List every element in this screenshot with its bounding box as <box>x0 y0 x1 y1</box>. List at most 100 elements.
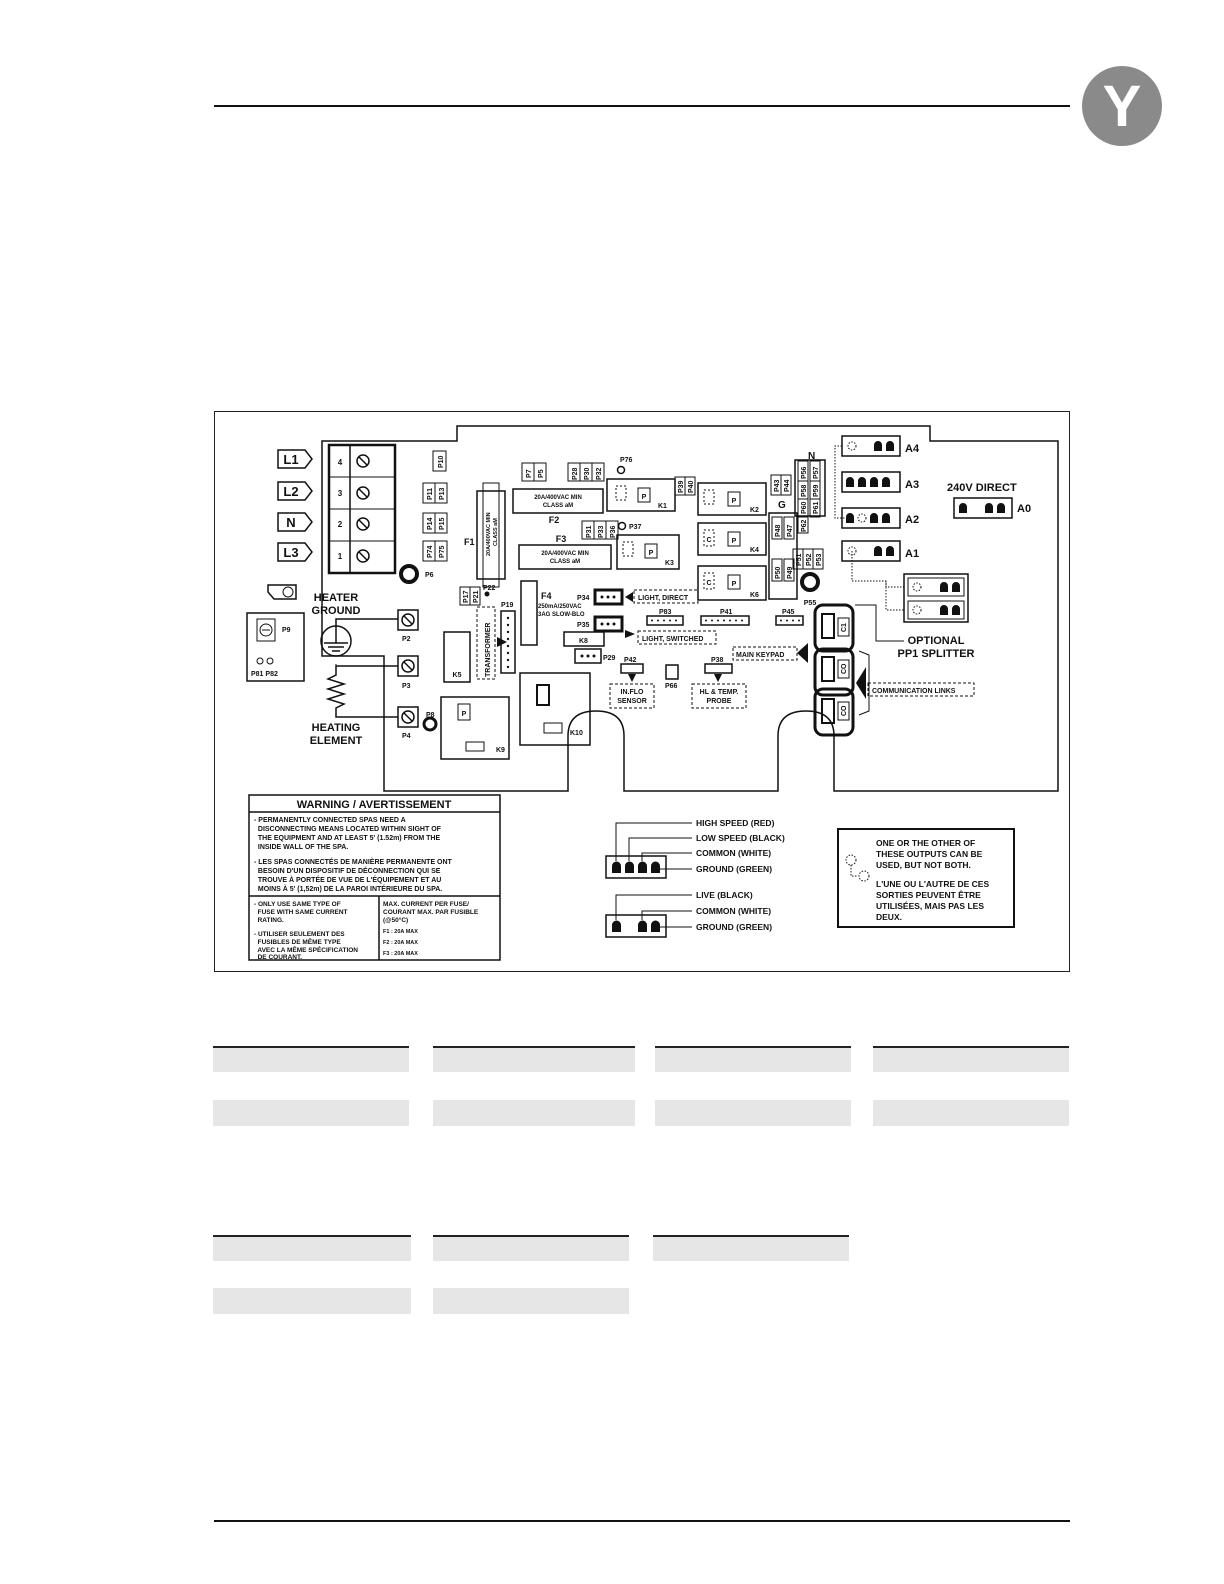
fuse-f4 <box>520 580 538 646</box>
comm-connectors <box>813 603 855 737</box>
relay-k4 <box>697 522 767 556</box>
port-p56: P56 <box>801 466 808 479</box>
terminal-number-3: 3 <box>338 489 343 498</box>
fuse-note-fr-line: FUSIBLES DE MÊME TYPE <box>254 937 341 946</box>
port-p22: P22 <box>483 585 496 592</box>
relay-k4-p: P <box>732 538 737 545</box>
relay-k1-label: K1 <box>658 503 667 510</box>
fuse-note-fr-line: DE COURANT. <box>254 954 302 961</box>
port-p33: P33 <box>598 525 605 538</box>
label-communication-links: COMMUNICATION LINKS <box>872 688 956 695</box>
connector-p83 <box>646 615 684 626</box>
fuse-f1-label: F1 <box>464 537 475 547</box>
port-p58: P58 <box>801 484 808 497</box>
relay-k6 <box>697 565 767 601</box>
warning-en-line: - PERMANENTLY CONNECTED SPAS NEED A <box>254 817 406 824</box>
splitter-label-1: OPTIONAL <box>908 635 965 647</box>
warning-fr-line: TROUVE À PORTÉE DE VUE DE L'ÉQUIPEMENT E… <box>254 875 441 884</box>
legend-three-pin-label: COMMON (WHITE) <box>696 906 771 916</box>
fuse-f4-label: F4 <box>541 591 552 601</box>
ground-stud-p6 <box>399 564 419 584</box>
output-a3 <box>841 471 901 493</box>
relay-k3 <box>616 534 680 570</box>
legend-four-pin-label: LOW SPEED (BLACK) <box>696 833 785 843</box>
port-p6: P6 <box>425 572 434 579</box>
port-p15: P15 <box>439 517 446 530</box>
heating-element-1: HEATING <box>312 722 361 734</box>
fuse-f3-class: CLASS aM <box>550 559 580 565</box>
output-a4 <box>841 435 901 457</box>
max-current-row: F3 : 20A MAX <box>383 951 418 957</box>
label-main-keypad: MAIN KEYPAD <box>736 652 784 659</box>
table-header-cell <box>433 1235 629 1261</box>
port-p37: P37 <box>629 524 642 531</box>
warning-en-line: INSIDE WALL OF THE SPA. <box>254 844 348 851</box>
connector-p38 <box>704 663 733 674</box>
legend-three-pin-label: GROUND (GREEN) <box>696 922 772 932</box>
relay-k2-p: P <box>732 498 737 505</box>
relay-k10-label: K10 <box>570 730 583 737</box>
warning-box <box>248 794 501 961</box>
port-p35: P35 <box>577 622 590 629</box>
port-p41: P41 <box>720 609 733 616</box>
port-p38: P38 <box>711 657 724 664</box>
fuse-f2-class: CLASS aM <box>543 503 573 509</box>
port-p60: P60 <box>801 501 808 514</box>
terminal-number-2: 2 <box>338 520 343 529</box>
port-p50: P50 <box>775 566 782 579</box>
splitter-label-2: PP1 SPLITTER <box>897 648 974 660</box>
port-p48: P48 <box>775 524 782 537</box>
port-p17: P17 <box>463 590 470 603</box>
note-fr-line: UTILISÉES, MAIS PAS LES <box>876 901 984 911</box>
fuse-f1-rating: 20A/400VAC MIN <box>486 512 492 556</box>
label-inflo-2: SENSOR <box>617 698 647 705</box>
connector-p19 <box>500 610 516 674</box>
relay-k9-label: K9 <box>496 747 505 754</box>
note-en-line: USED, BUT NOT BOTH. <box>876 860 971 870</box>
table-header-cell <box>213 1046 409 1072</box>
table-cell <box>433 1100 635 1126</box>
port-p21: P21 <box>473 590 480 603</box>
fuse-f1-class: CLASS aM <box>493 518 499 546</box>
connector-p9 <box>246 612 305 682</box>
legend-four-pin-label: COMMON (WHITE) <box>696 848 771 858</box>
fuse-f3-rating: 20A/400VAC MIN <box>541 551 589 557</box>
heating-element-symbol <box>325 665 398 718</box>
table-cell <box>213 1288 411 1314</box>
port-p3: P3 <box>402 683 411 690</box>
warning-fr-line: MOINS À 5' (1,52m) DE LA PAROI INTÉRIEUR… <box>254 884 442 893</box>
output-label-a3: A3 <box>905 479 919 491</box>
port-p44: P44 <box>784 479 791 492</box>
fuse-f4-rating: 250mA/250VAC <box>538 604 582 610</box>
port-p61: P61 <box>813 501 820 514</box>
fuse-f3 <box>518 544 612 570</box>
line-label-l3: L3 <box>283 545 298 560</box>
max-current-row: F2 : 20A MAX <box>383 940 418 946</box>
fuse-note-en-line: RATING. <box>254 917 284 924</box>
fuse-f2 <box>512 488 604 514</box>
line-tag-l1 <box>277 449 313 469</box>
table-header-cell <box>873 1046 1069 1072</box>
heating-element-2: ELEMENT <box>310 735 363 747</box>
terminal-p4 <box>397 706 419 728</box>
port-p29: P29 <box>603 655 616 662</box>
label-light-switched: LIGHT, SWITCHED <box>642 636 703 643</box>
output-label-a4: A4 <box>905 443 920 455</box>
fuse-f2-rating: 20A/400VAC MIN <box>534 495 582 501</box>
comm-c1: C1 <box>841 623 848 632</box>
port-p36: P36 <box>610 525 617 538</box>
line-label-n: N <box>286 515 295 530</box>
port-p10: P10 <box>438 455 445 468</box>
table-cell <box>433 1288 629 1314</box>
output-label-a0: A0 <box>1017 503 1031 515</box>
table-cell <box>873 1100 1069 1126</box>
port-p52: P52 <box>806 553 813 566</box>
port-p34: P34 <box>577 595 590 602</box>
relay-k3-p: P <box>649 550 654 557</box>
table-cell <box>655 1100 851 1126</box>
port-p45: P45 <box>782 609 795 616</box>
line-tag-l2 <box>277 481 313 501</box>
connector-p35 <box>593 615 624 633</box>
port-p13: P13 <box>439 487 446 500</box>
comm-co-1: CO <box>841 663 848 674</box>
